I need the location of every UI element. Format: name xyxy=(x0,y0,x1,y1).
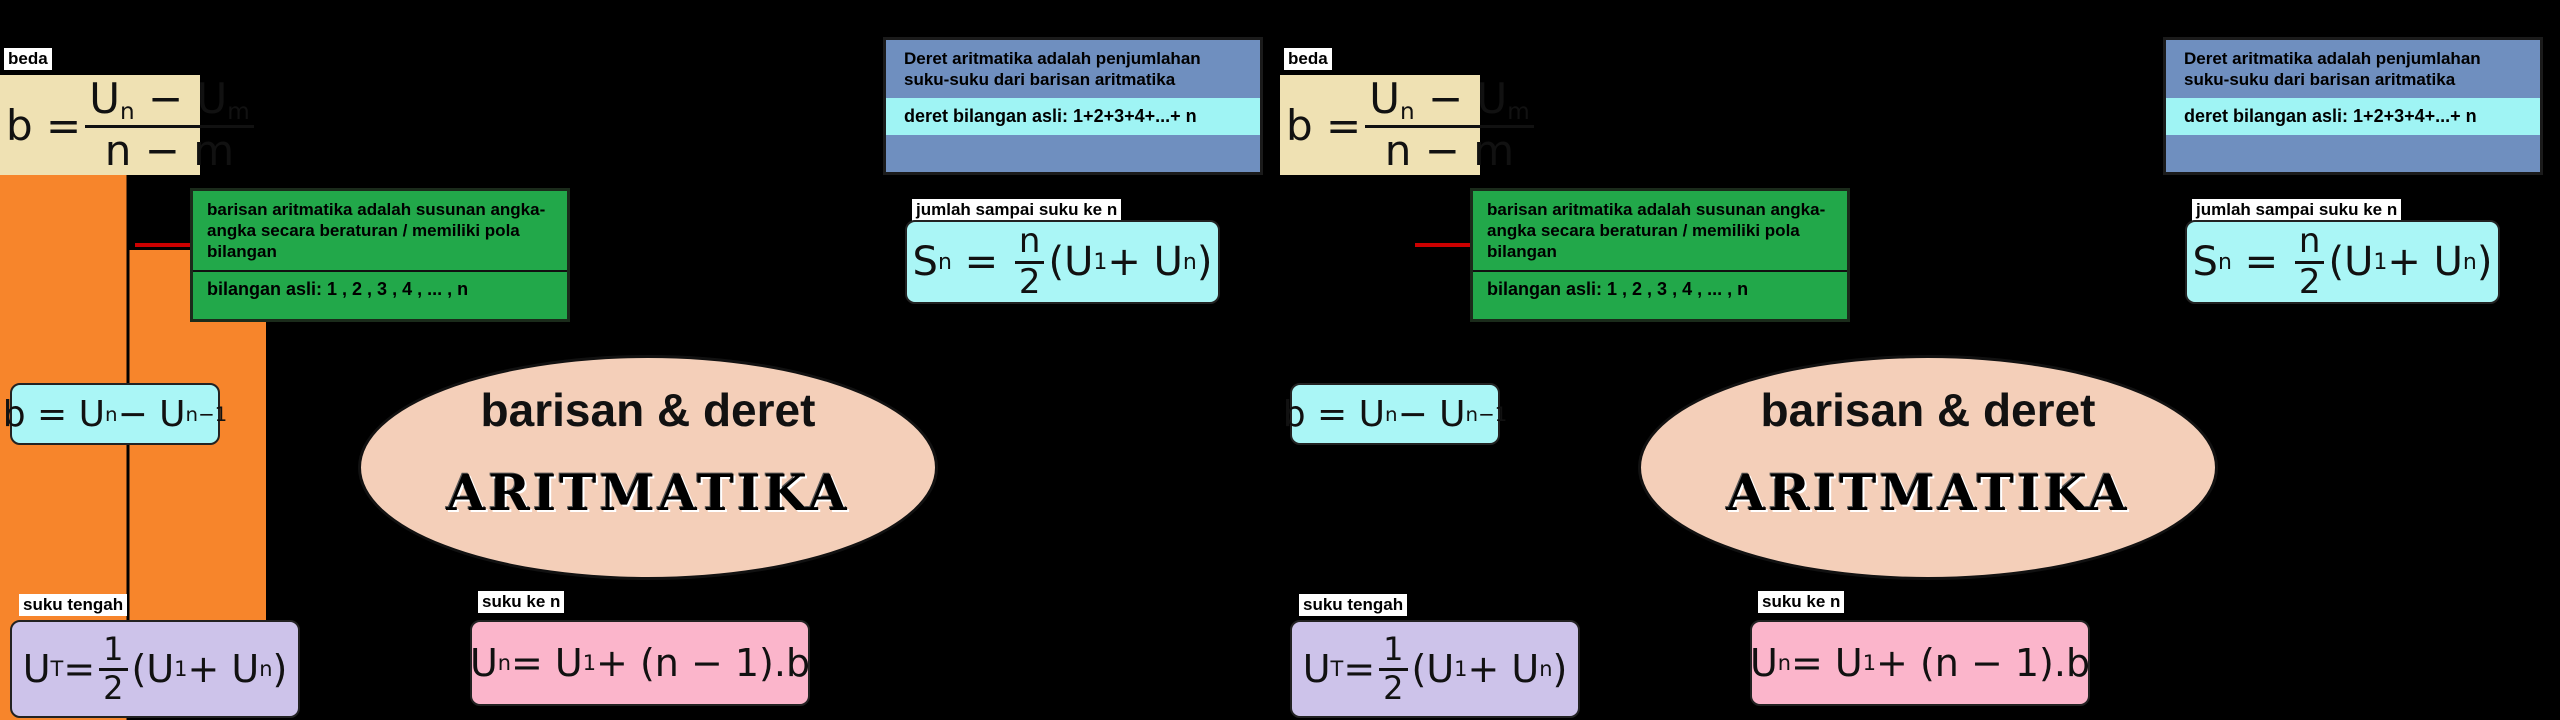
ellipse-main-title: ARITMATIKA xyxy=(1726,463,2130,522)
title-ellipse: barisan & deret ARITMATIKA xyxy=(1638,355,2218,580)
barisan-definition-text: barisan aritmatika adalah susunan angka-… xyxy=(207,200,546,261)
deret-definition-box: Deret aritmatika adalah penjumlahan suku… xyxy=(883,37,1263,175)
barisan-definition-text: barisan aritmatika adalah susunan angka-… xyxy=(1487,200,1826,261)
barisan-example-text: bilangan asli: 1 , 2 , 3 , 4 , ... , n xyxy=(207,279,469,299)
suku-tengah-label: suku tengah xyxy=(1299,594,1408,616)
title-ellipse: barisan & deret ARITMATIKA xyxy=(358,355,938,580)
suku-tengah-label: suku tengah xyxy=(19,594,128,616)
deret-definition-box: Deret aritmatika adalah penjumlahan suku… xyxy=(2163,37,2543,175)
ellipse-main-title: ARITMATIKA xyxy=(446,463,850,522)
ellipse-title: barisan & deret xyxy=(1760,384,2096,436)
suku-ke-n-label: suku ke n xyxy=(478,591,565,613)
deret-definition-text: Deret aritmatika adalah penjumlahan suku… xyxy=(904,49,1201,89)
barisan-definition-box: barisan aritmatika adalah susunan angka-… xyxy=(190,188,570,322)
barisan-example-text: bilangan asli: 1 , 2 , 3 , 4 , ... , n xyxy=(1487,279,1749,299)
deret-example-text: deret bilangan asli: 1+2+3+4+...+ n xyxy=(886,98,1260,135)
deret-example-text: deret bilangan asli: 1+2+3+4+...+ n xyxy=(2166,98,2540,135)
barisan-definition-box: barisan aritmatika adalah susunan angka-… xyxy=(1470,188,1850,322)
suku-ke-n-label: suku ke n xyxy=(1758,591,1845,613)
beda-label: beda xyxy=(1284,48,1332,70)
beda-label: beda xyxy=(4,48,52,70)
ellipse-title: barisan & deret xyxy=(480,384,816,436)
deret-definition-text: Deret aritmatika adalah penjumlahan suku… xyxy=(2184,49,2481,89)
connector-lines xyxy=(135,243,190,247)
jumlah-label: jumlah sampai suku ke n xyxy=(912,199,1122,221)
jumlah-label: jumlah sampai suku ke n xyxy=(2192,199,2402,221)
